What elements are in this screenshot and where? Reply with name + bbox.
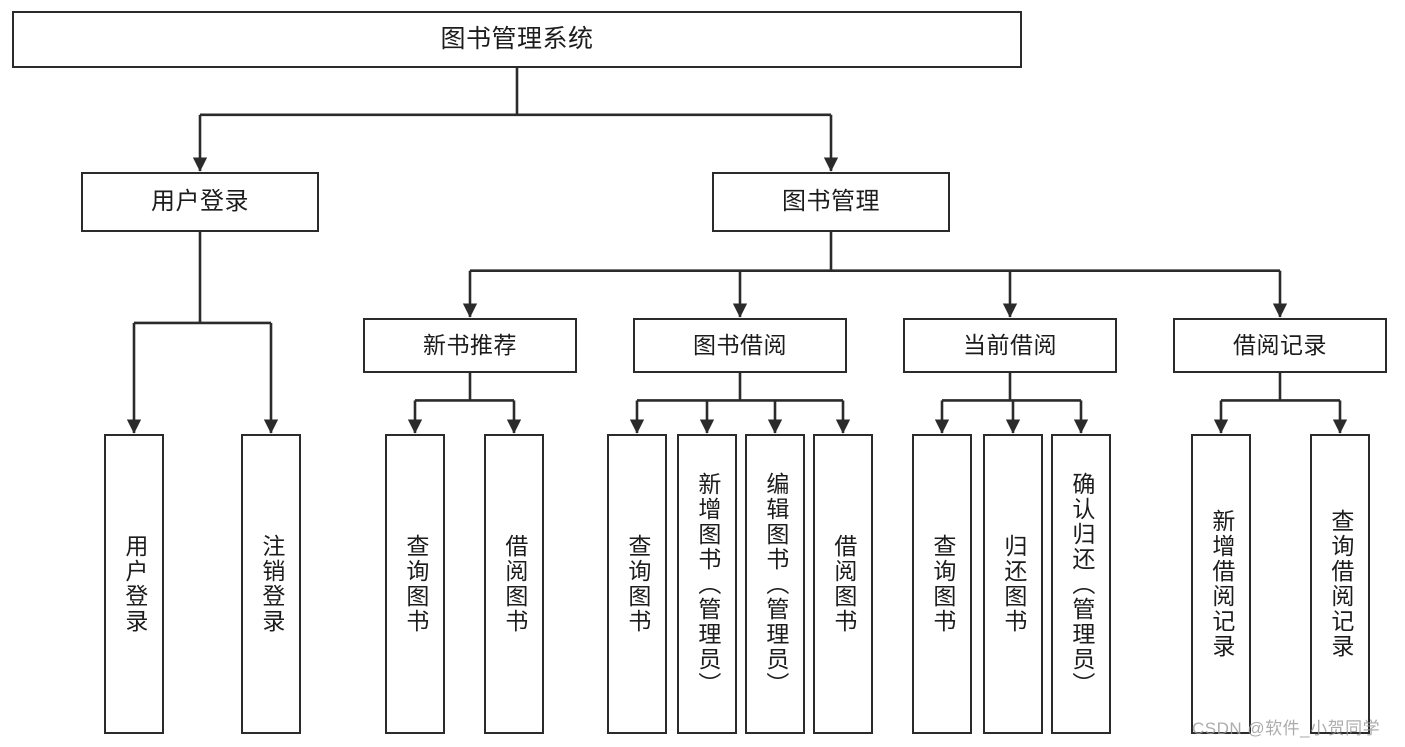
node-label: 用户登录 [121,534,148,634]
node-label: 查询图书 [624,534,651,634]
node-leaf-1[interactable]: 用户登录 [104,434,164,734]
node-leaf-13[interactable]: 查询借阅记录 [1310,434,1370,734]
node-leaf-8[interactable]: 借阅图书 [813,434,873,734]
node-label: 图书管理 [782,187,880,215]
node-label: 当前借阅 [963,331,1057,358]
node-login[interactable]: 用户登录 [81,172,319,232]
node-label: 编辑图书（管理员） [762,471,789,697]
node-leaf-11[interactable]: 确认归还（管理员） [1051,434,1111,734]
node-leaf-6[interactable]: 新增图书（管理员） [677,434,737,734]
node-label: 查询图书 [402,534,429,634]
node-label: 确认归还（管理员） [1068,471,1095,697]
node-label: 注销登录 [258,534,285,634]
node-leaf-5[interactable]: 查询图书 [607,434,667,734]
node-bookmgmt[interactable]: 图书管理 [712,172,950,232]
node-label: 新增借阅记录 [1208,509,1235,659]
node-borrow[interactable]: 图书借阅 [633,318,847,373]
node-label: 查询借阅记录 [1327,509,1354,659]
node-leaf-10[interactable]: 归还图书 [983,434,1043,734]
node-current[interactable]: 当前借阅 [903,318,1117,373]
node-records[interactable]: 借阅记录 [1173,318,1387,373]
node-leaf-4[interactable]: 借阅图书 [484,434,544,734]
node-label: 归还图书 [1000,534,1027,634]
node-leaf-12[interactable]: 新增借阅记录 [1191,434,1251,734]
node-label: 图书管理系统 [440,24,594,53]
node-leaf-2[interactable]: 注销登录 [241,434,301,734]
node-root[interactable]: 图书管理系统 [12,11,1022,68]
node-leaf-3[interactable]: 查询图书 [385,434,445,734]
node-label: 新增图书（管理员） [694,471,721,697]
node-label: 图书借阅 [693,331,787,358]
node-label: 借阅图书 [501,534,528,634]
node-label: 查询图书 [929,534,956,634]
node-leaf-9[interactable]: 查询图书 [912,434,972,734]
node-newbook[interactable]: 新书推荐 [363,318,577,373]
node-leaf-7[interactable]: 编辑图书（管理员） [745,434,805,734]
node-label: 新书推荐 [423,331,517,358]
node-label: 借阅记录 [1233,331,1327,358]
node-label: 借阅图书 [830,534,857,634]
node-label: 用户登录 [151,187,249,215]
